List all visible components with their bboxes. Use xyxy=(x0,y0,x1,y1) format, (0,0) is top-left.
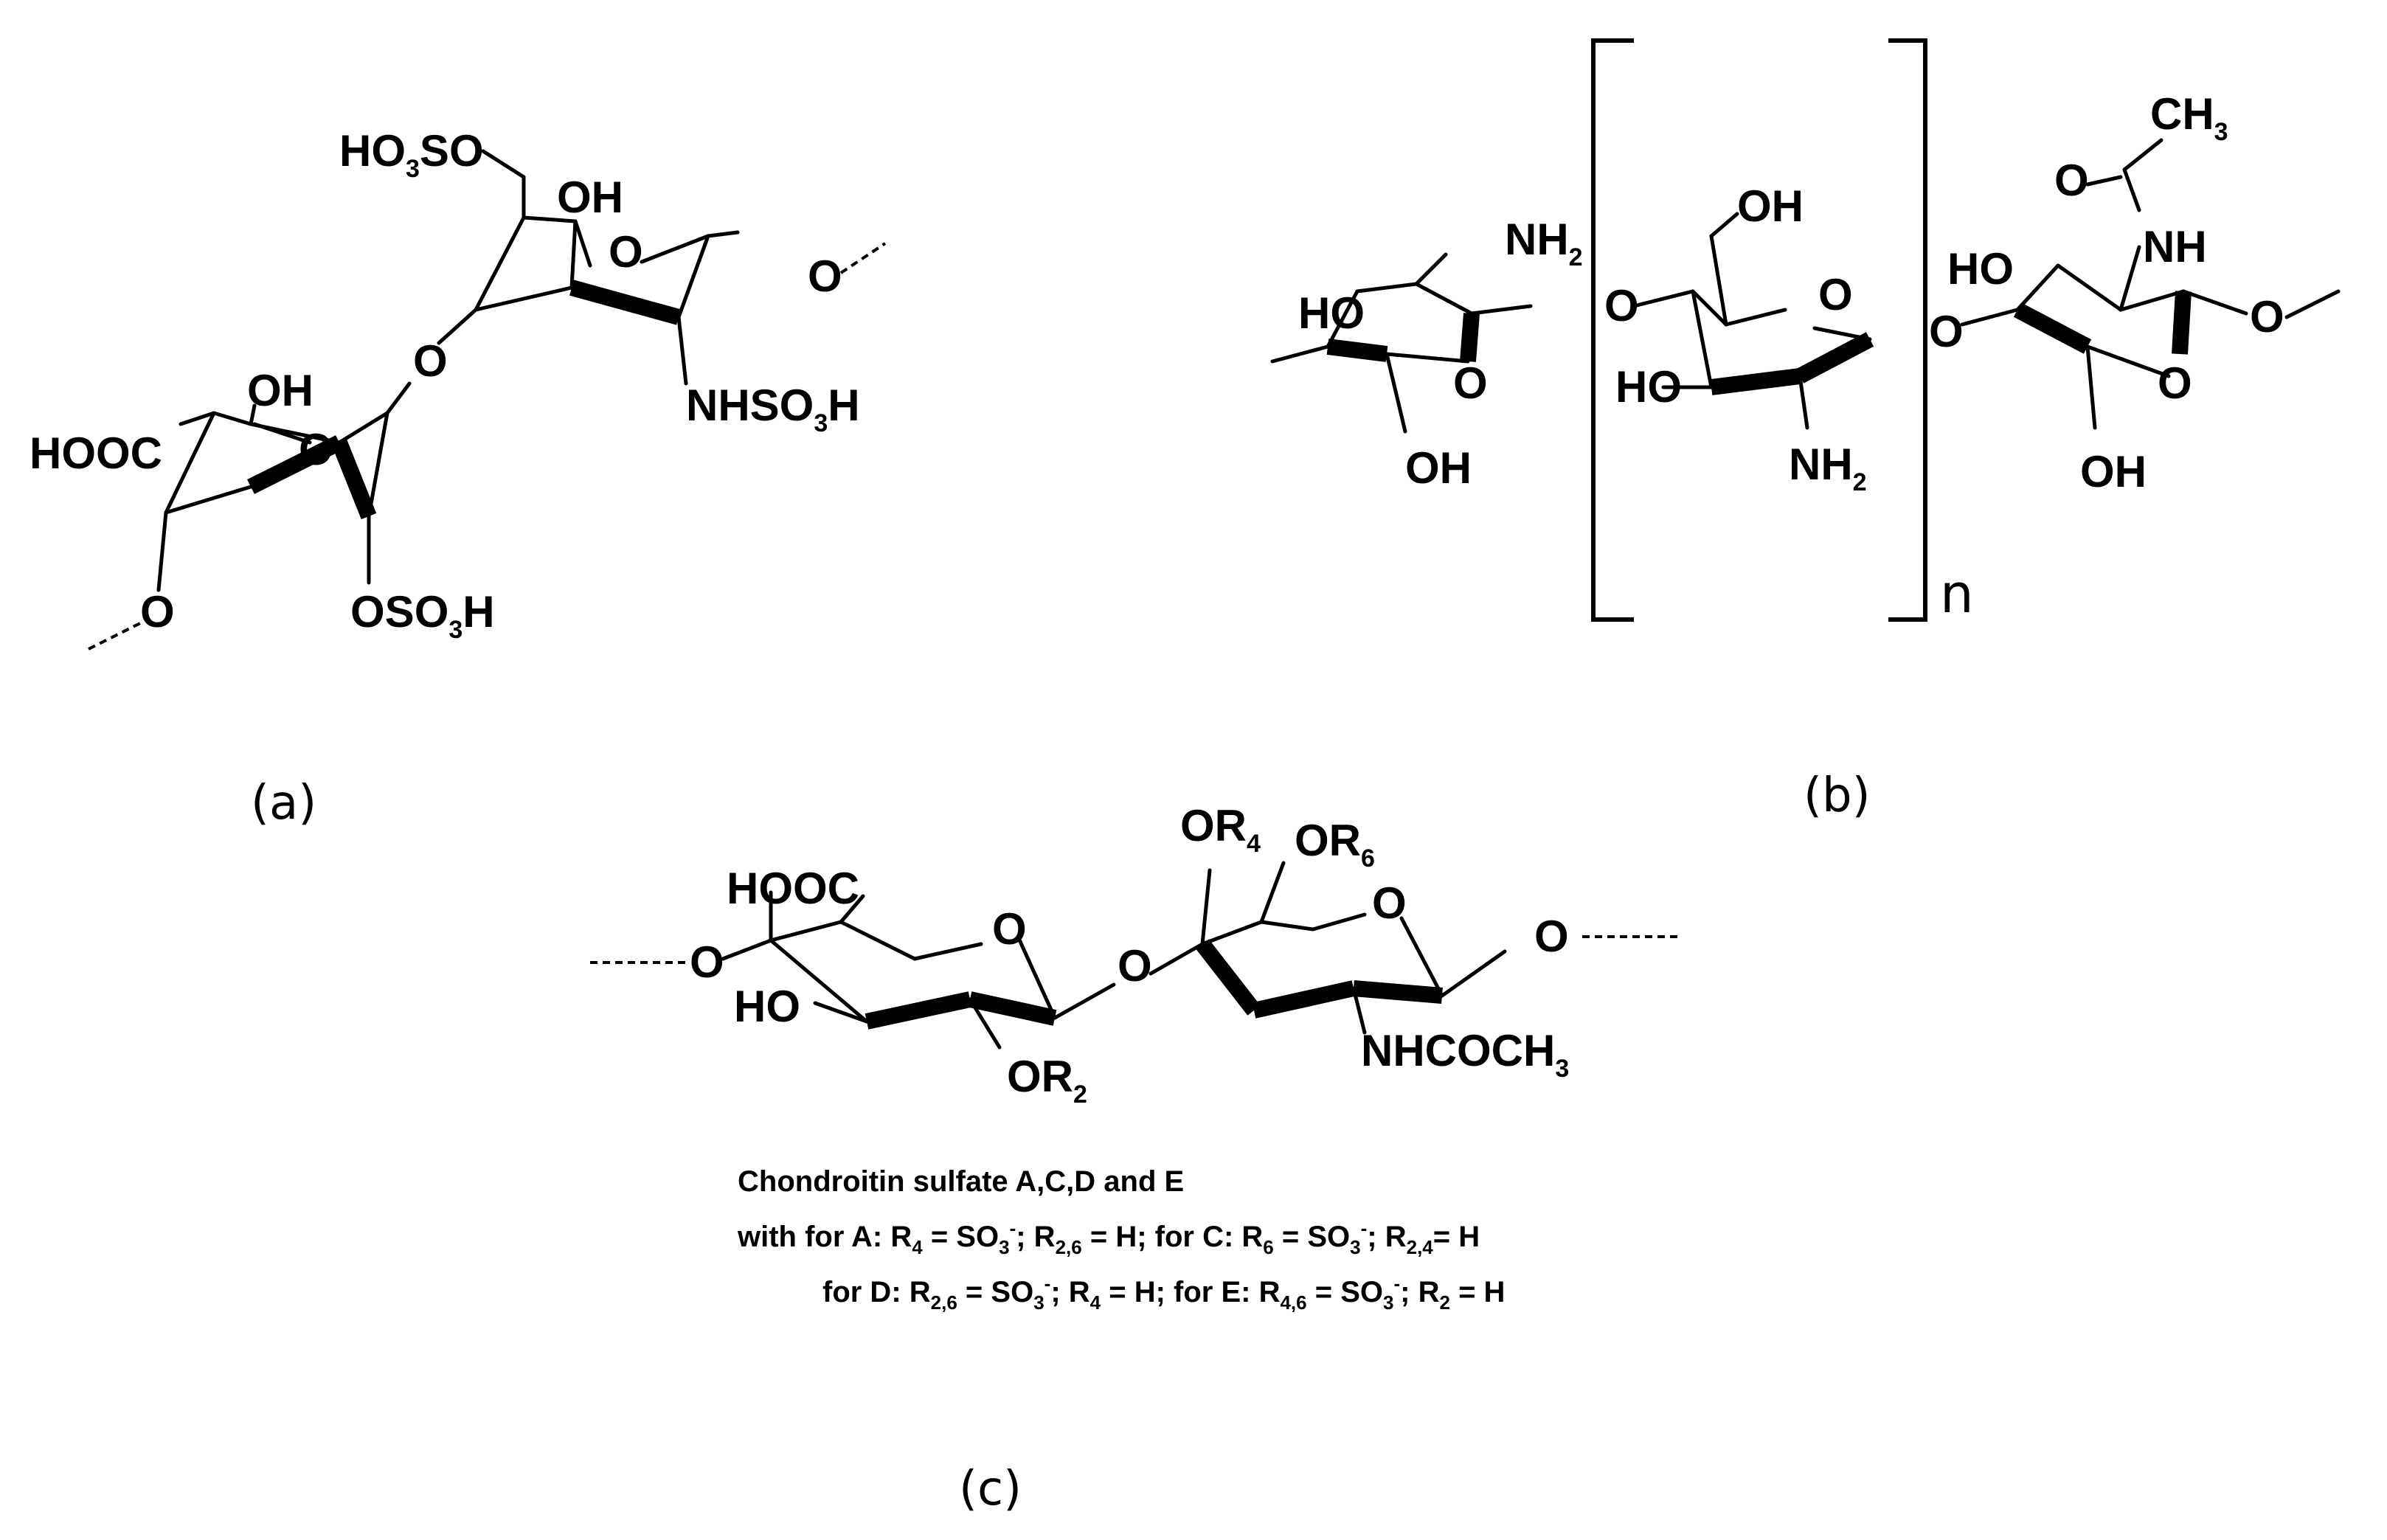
carbonyl-oxygen: O xyxy=(2054,156,2089,205)
oxygen-right-end: O xyxy=(1534,912,1569,961)
oxygen-right-end: O xyxy=(2250,292,2284,341)
ring-oxygen-mid: O xyxy=(1818,270,1853,319)
group-oh-left-bottom: OH xyxy=(1405,443,1472,493)
group-or2: OR2 xyxy=(1007,1052,1087,1109)
ring-oxygen-low: O xyxy=(299,425,333,474)
panel-b-structure: NH2 HO O OH O OH O HO NH2 O CH3 O NH HO … xyxy=(1270,38,2341,625)
ring-oxygen-right: O xyxy=(1372,878,1407,928)
panel-c-caption: Chondroitin sulfate A,C,D and E with for… xyxy=(737,1165,1505,1314)
group-or6: OR6 xyxy=(1295,816,1375,873)
group-oh-mid: OH xyxy=(247,366,313,415)
panel-label-a: (a) xyxy=(251,776,316,830)
ring-oxygen-left: O xyxy=(1453,358,1488,408)
linking-oxygen: O xyxy=(413,336,448,386)
ring-oxygen-right: O xyxy=(2158,358,2192,408)
group-ho: HO xyxy=(734,982,800,1031)
group-nh-right: NH xyxy=(2143,222,2207,271)
group-nh2-mid: NH2 xyxy=(1789,440,1867,496)
group-nh2-left: NH2 xyxy=(1505,215,1583,271)
group-oso3h: OSO3H xyxy=(350,587,495,644)
group-hooc: HOOC xyxy=(727,864,859,913)
group-oh-right-bottom: OH xyxy=(2080,447,2147,496)
group-ho3so: HO3SO xyxy=(339,126,484,183)
panel-label-b: (b) xyxy=(1804,769,1871,823)
ring-oxygen-left: O xyxy=(992,904,1027,954)
group-hooc: HOOC xyxy=(30,429,162,478)
linking-oxygen-right: O xyxy=(1929,307,1964,356)
group-ho-right: HO xyxy=(1947,244,2014,294)
oxygen-low-left: O xyxy=(140,587,175,637)
oxygen-right: O xyxy=(808,252,842,301)
group-nhcoch3: NHCOCH3 xyxy=(1361,1026,1569,1083)
panel-a-structure: HO3SO OH O O NHSO3H O OH HOOC O O OSO3H xyxy=(30,126,887,651)
caption-line-2: for D: R2,6 = SO3-; R4 = H; for E: R4,6 … xyxy=(822,1272,1505,1314)
group-oh-top: OH xyxy=(557,173,623,222)
repeat-unit-n: n xyxy=(1940,563,1974,625)
group-ch3: CH3 xyxy=(2150,89,2228,146)
oxygen-left-end: O xyxy=(690,937,724,987)
linking-oxygen-left: O xyxy=(1604,281,1639,330)
ring-oxygen-top: O xyxy=(609,227,643,277)
caption-line-1: with for A: R4 = SO3-; R2,6 = H; for C: … xyxy=(737,1217,1480,1258)
panel-label-c: (c) xyxy=(959,1462,1022,1516)
group-oh-mid-top: OH xyxy=(1737,181,1804,231)
group-or4: OR4 xyxy=(1180,801,1261,858)
group-nhso3h: NHSO3H xyxy=(686,381,860,437)
group-ho-left: HO xyxy=(1298,288,1365,338)
linking-oxygen: O xyxy=(1118,941,1152,991)
group-ho-mid: HO xyxy=(1615,362,1682,412)
caption-title: Chondroitin sulfate A,C,D and E xyxy=(738,1165,1184,1198)
panel-c-structure: OR4 OR6 HOOC O O O O O HO OR2 NHCOCH3 xyxy=(590,801,1678,1109)
